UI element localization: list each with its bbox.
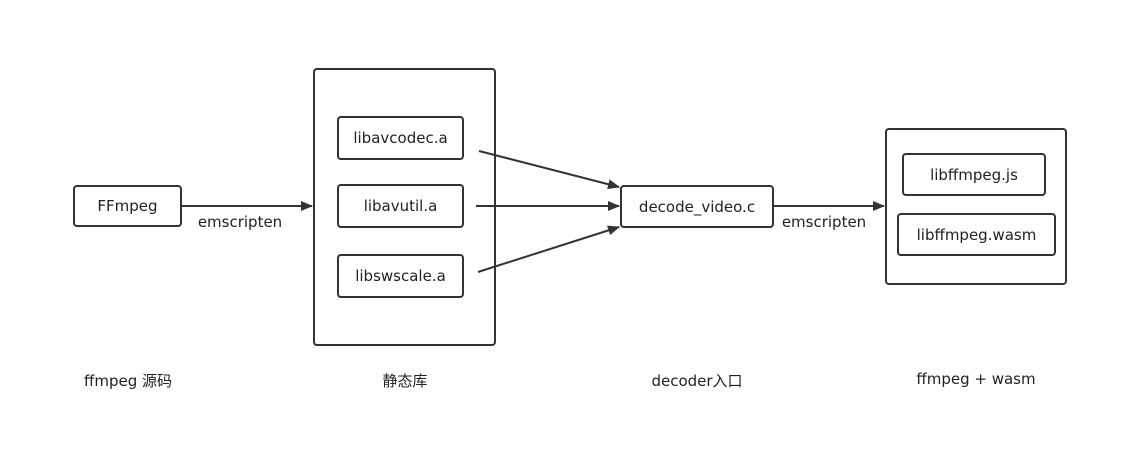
caption-static-lib: 静态库 (382, 372, 428, 390)
libswscale-node: libswscale.a (337, 254, 464, 298)
libavutil-node: libavutil.a (337, 184, 464, 228)
libffmpeg-wasm-node: libffmpeg.wasm (897, 213, 1056, 256)
edge-label-emscripten-2: emscripten (781, 213, 867, 231)
edge-libavcodec-to-decode (478, 150, 620, 190)
decode-video-node: decode_video.c (620, 185, 774, 228)
edge-label-emscripten-1: emscripten (197, 213, 283, 231)
output-group (885, 128, 1067, 285)
caption-source: ffmpeg 源码 (84, 372, 172, 390)
ffmpeg-node: FFmpeg (73, 185, 182, 227)
caption-decoder-entry: decoder入口 (651, 372, 743, 390)
edge-libswscale-to-decode (477, 225, 620, 273)
caption-output: ffmpeg + wasm (916, 370, 1036, 388)
libffmpeg-js-node: libffmpeg.js (902, 153, 1046, 196)
libavcodec-node: libavcodec.a (337, 116, 464, 160)
